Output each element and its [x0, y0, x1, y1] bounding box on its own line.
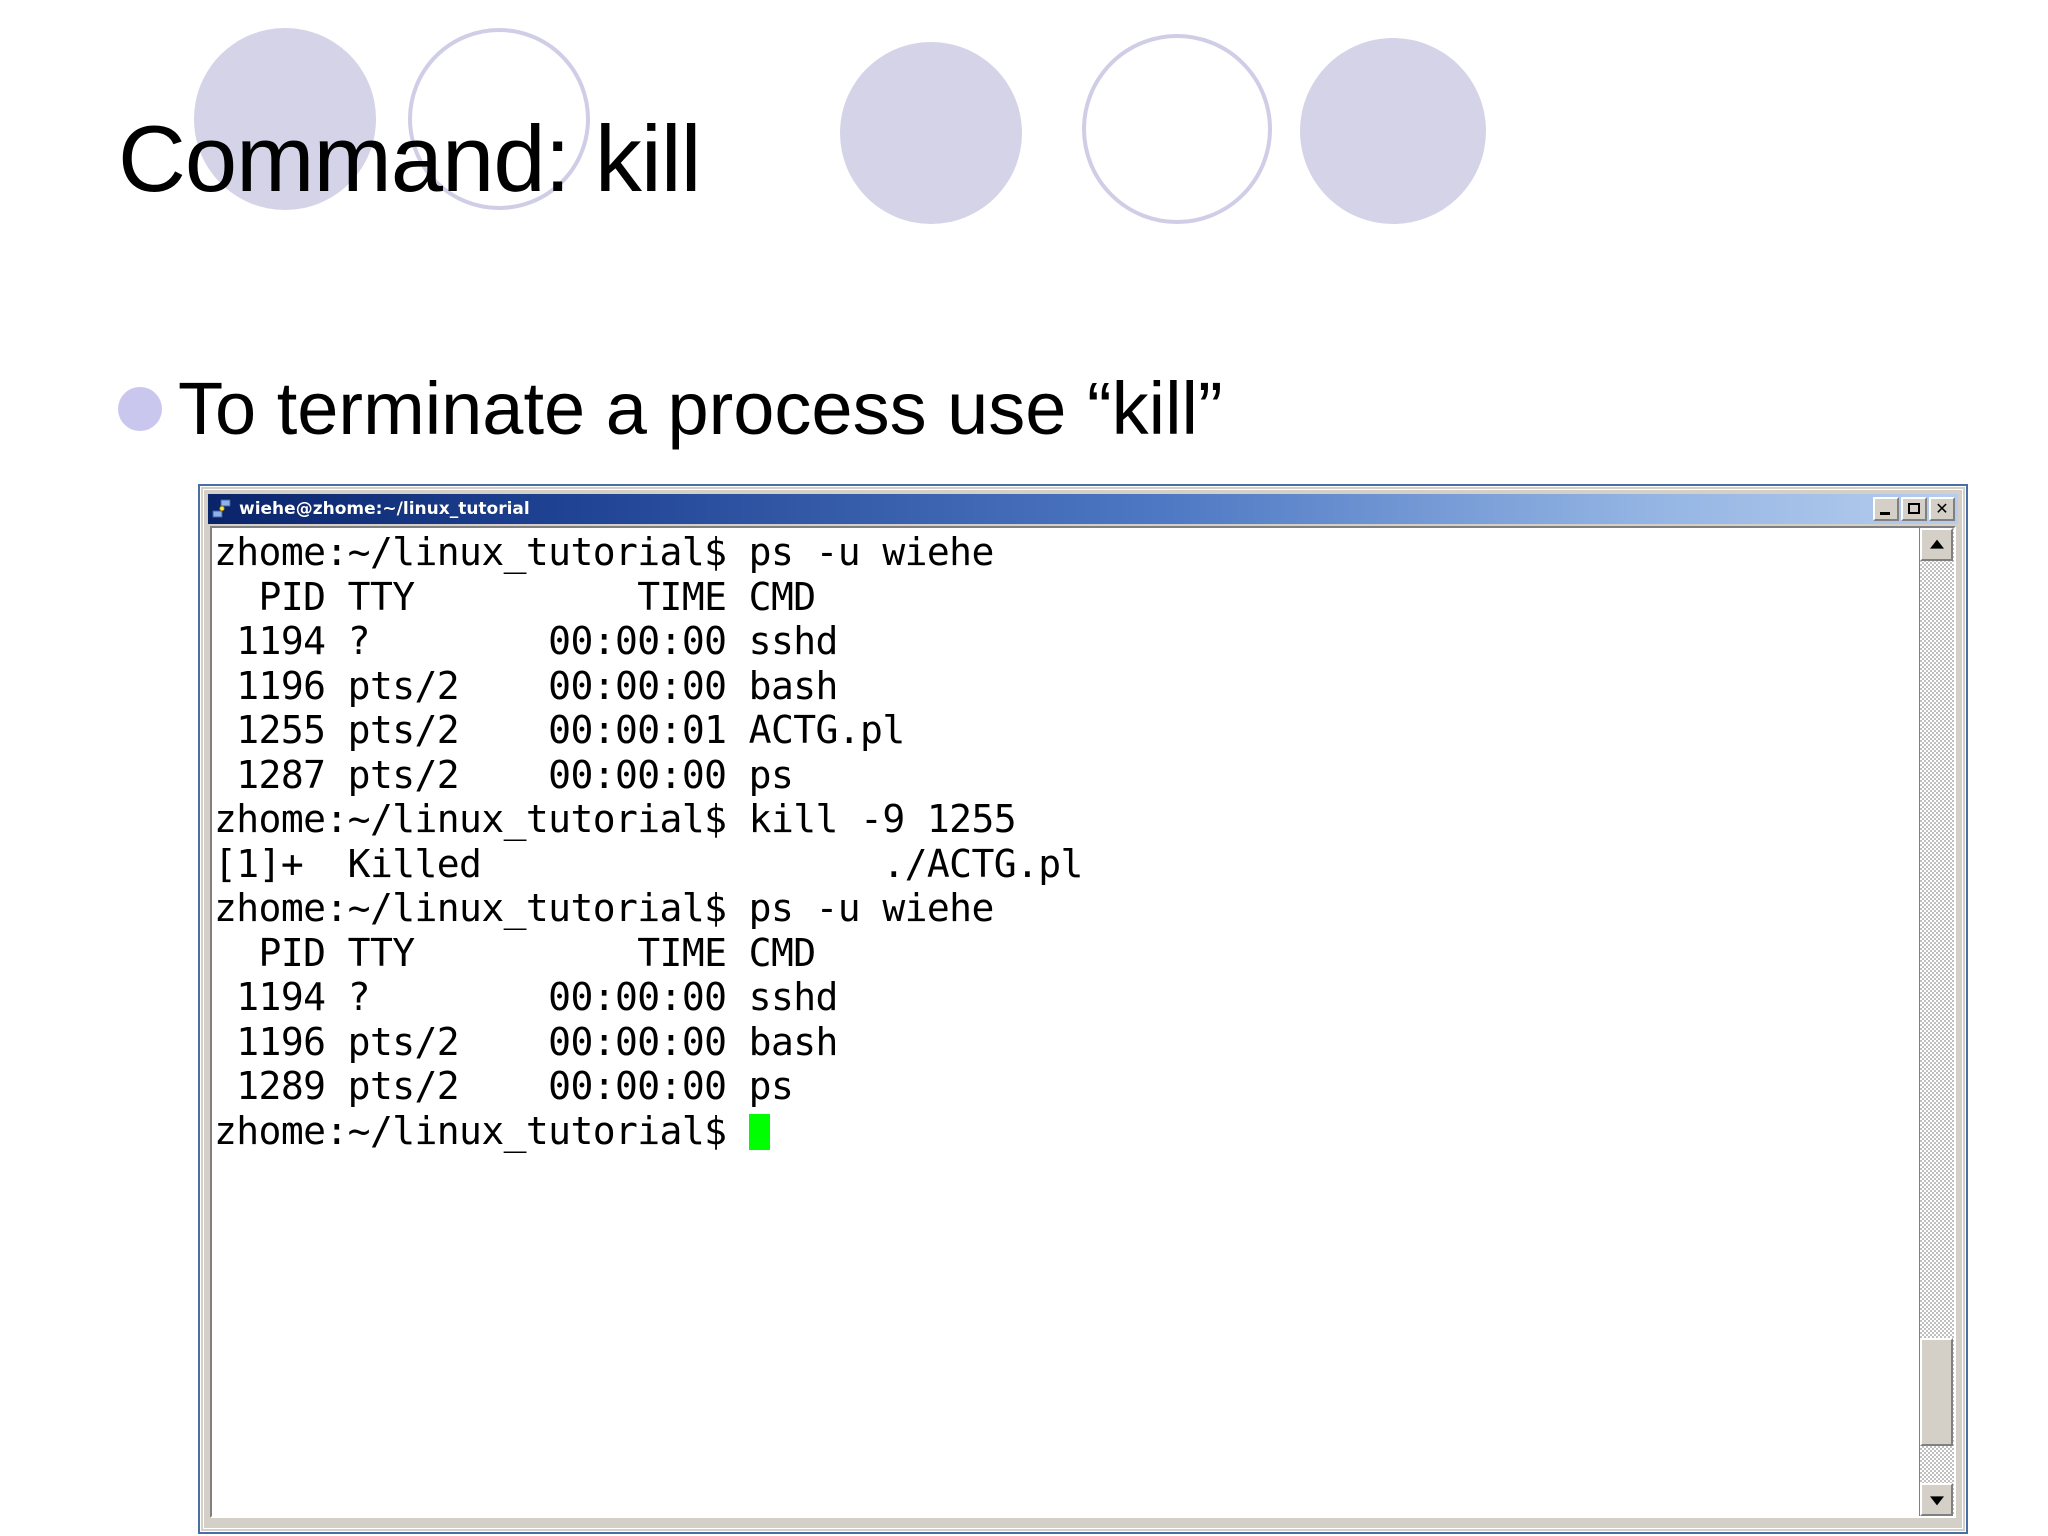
- minimize-button[interactable]: [1873, 497, 1899, 521]
- terminal-line: 1194 ? 00:00:00 sshd: [214, 975, 838, 1019]
- putty-network-icon: [211, 498, 233, 520]
- maximize-icon: [1908, 503, 1920, 514]
- terminal-line: PID TTY TIME CMD: [214, 574, 817, 619]
- terminal-prompt-text: zhome:~/linux_tutorial$: [214, 1108, 749, 1153]
- minimize-icon: [1880, 512, 1890, 515]
- page-title: Command: kill: [118, 106, 701, 211]
- terminal-line: 1194 ? 00:00:00 sshd: [214, 619, 838, 663]
- terminal-line: [1]+ Killed ./ACTG.pl: [214, 841, 1083, 886]
- terminal-line: 1196 pts/2 00:00:00 bash: [214, 663, 838, 708]
- terminal-cursor: [748, 1113, 770, 1150]
- bullet-dot-icon: [118, 387, 162, 431]
- terminal-line: 1255 pts/2 00:00:01 ACTG.pl: [214, 708, 905, 752]
- terminal-line: zhome:~/linux_tutorial$ ps -u wiehe: [214, 530, 994, 574]
- terminal-title-bar[interactable]: wiehe@zhome:~/linux_tutorial ✕: [208, 494, 1958, 524]
- terminal-title-text: wiehe@zhome:~/linux_tutorial: [239, 499, 530, 519]
- close-icon: ✕: [1935, 499, 1949, 518]
- terminal-line: 1287 pts/2 00:00:00 ps: [214, 752, 794, 797]
- scroll-up-button[interactable]: [1920, 528, 1953, 561]
- scroll-down-arrow-icon: [1929, 1495, 1944, 1505]
- close-button[interactable]: ✕: [1929, 497, 1955, 521]
- terminal-output[interactable]: zhome:~/linux_tutorial$ ps -u wiehe PID …: [212, 528, 1919, 1516]
- terminal-bottom-strip: [210, 1518, 1956, 1526]
- terminal-line: 1196 pts/2 00:00:00 bash: [214, 1019, 838, 1064]
- scroll-down-button[interactable]: [1920, 1483, 1953, 1516]
- terminal-client-area[interactable]: zhome:~/linux_tutorial$ ps -u wiehe PID …: [210, 526, 1956, 1518]
- bullet-row: To terminate a process use “kill”: [118, 372, 1223, 446]
- decorative-circle-4: [1082, 34, 1272, 224]
- terminal-window[interactable]: wiehe@zhome:~/linux_tutorial ✕ zhome:~/l…: [198, 484, 1968, 1534]
- terminal-scrollbar[interactable]: [1919, 528, 1954, 1516]
- terminal-prompt-line: zhome:~/linux_tutorial$: [214, 1109, 1919, 1154]
- window-controls: ✕: [1873, 497, 1955, 521]
- terminal-line: zhome:~/linux_tutorial$ kill -9 1255: [214, 797, 1017, 841]
- scroll-up-arrow-icon: [1929, 539, 1944, 549]
- decorative-circle-5: [1300, 38, 1486, 224]
- terminal-line: PID TTY TIME CMD: [214, 930, 817, 975]
- maximize-button[interactable]: [1901, 497, 1927, 521]
- decorative-circle-3: [840, 42, 1022, 224]
- terminal-line: zhome:~/linux_tutorial$ ps -u wiehe: [214, 886, 994, 930]
- terminal-frame: wiehe@zhome:~/linux_tutorial ✕ zhome:~/l…: [203, 489, 1963, 1529]
- scrollbar-thumb[interactable]: [1920, 1338, 1953, 1446]
- bullet-text: To terminate a process use “kill”: [178, 367, 1223, 450]
- terminal-line: 1289 pts/2 00:00:00 ps: [214, 1064, 794, 1108]
